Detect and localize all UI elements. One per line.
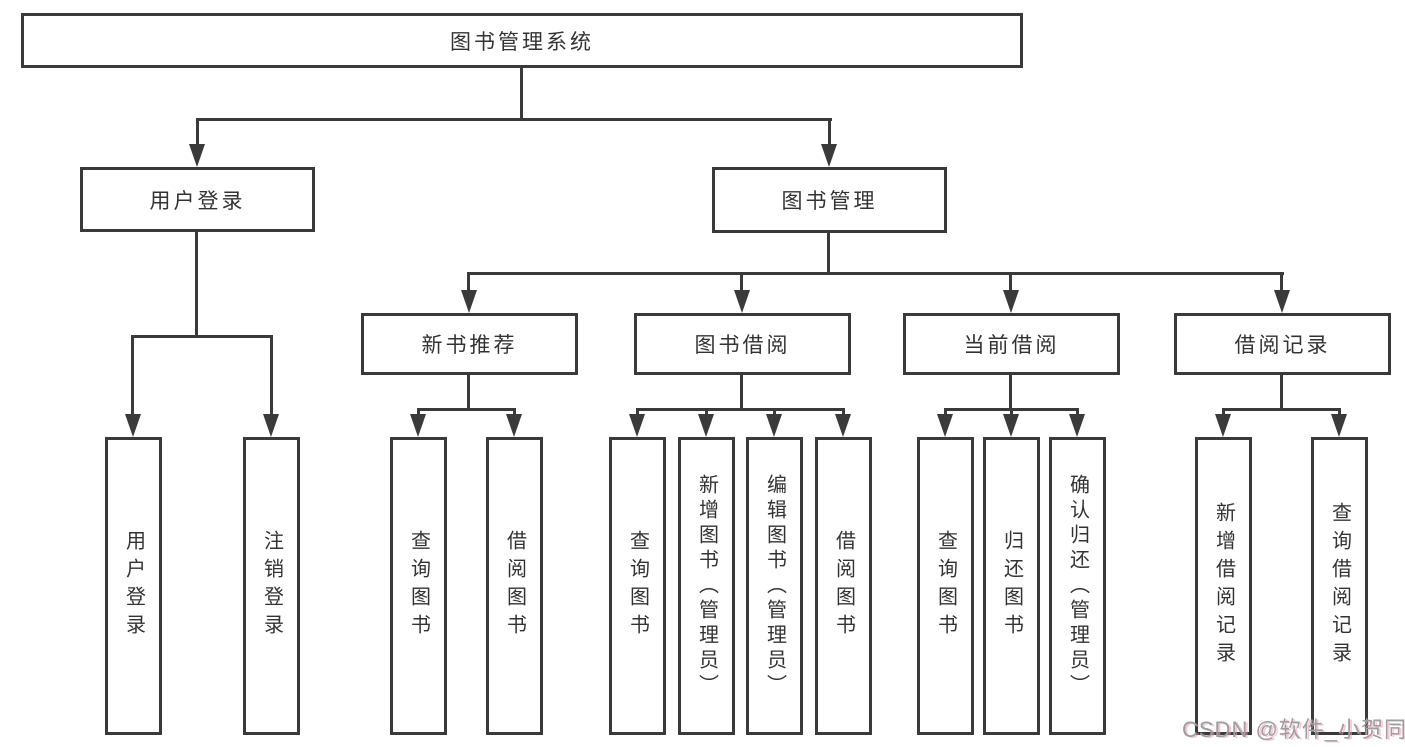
arrow-down-icon (506, 414, 522, 437)
connector-line (773, 408, 776, 417)
arrow-down-icon (1215, 414, 1231, 437)
node-add-books-admin-label: 新增图书（管理员） (695, 473, 718, 699)
arrow-down-icon (1331, 414, 1347, 437)
node-confirm-return-admin-label: 确认归还（管理员） (1066, 473, 1089, 699)
node-logout: 注销登录 (243, 437, 300, 735)
arrow-down-icon (1274, 290, 1290, 313)
connector-line (705, 408, 708, 417)
arrow-down-icon (263, 414, 279, 437)
node-user-login: 用户登录 (80, 167, 315, 232)
connector-line (740, 375, 743, 408)
connector-line (636, 408, 845, 411)
connector-line (828, 118, 831, 147)
node-user-login-leaf: 用户登录 (105, 437, 162, 735)
connector-line (513, 408, 516, 417)
arrow-down-icon (1003, 290, 1019, 313)
arrow-down-icon (189, 144, 205, 167)
node-borrow-records: 借阅记录 (1174, 313, 1391, 375)
node-query-books-recommend: 查询图书 (390, 437, 447, 735)
arrow-down-icon (821, 144, 837, 167)
connector-line (1222, 408, 1225, 417)
arrow-down-icon (410, 414, 426, 437)
node-book-management: 图书管理 (712, 167, 947, 233)
arrow-down-icon (461, 290, 477, 313)
node-confirm-return-admin: 确认归还（管理员） (1049, 437, 1106, 735)
node-book-management-label: 图书管理 (781, 190, 878, 213)
node-return-books: 归还图书 (983, 437, 1040, 735)
node-query-books-current-label: 查询图书 (934, 530, 957, 642)
node-book-borrow-label: 图书借阅 (694, 334, 791, 357)
arrow-down-icon (1069, 414, 1085, 437)
node-query-books-borrow-label: 查询图书 (626, 530, 649, 642)
node-query-borrow-record-label: 查询借阅记录 (1328, 502, 1351, 670)
connector-line (467, 272, 1284, 275)
arrow-down-icon (835, 414, 851, 437)
connector-line (1280, 375, 1283, 408)
connector-line (467, 375, 470, 408)
arrow-down-icon (734, 290, 750, 313)
connector-line (1280, 272, 1283, 293)
node-logout-label: 注销登录 (260, 530, 283, 642)
connector-line (195, 232, 198, 335)
connector-line (520, 68, 523, 118)
arrow-down-icon (125, 414, 141, 437)
node-borrow-books-borrow: 借阅图书 (815, 437, 872, 735)
node-borrow-books-borrow-label: 借阅图书 (832, 530, 855, 642)
node-query-borrow-record: 查询借阅记录 (1311, 437, 1368, 735)
connector-line (827, 233, 830, 272)
arrow-down-icon (698, 414, 714, 437)
connector-line (131, 335, 273, 338)
node-current-borrow-label: 当前借阅 (963, 334, 1060, 357)
connector-line (636, 408, 639, 417)
node-query-books-borrow: 查询图书 (609, 437, 666, 735)
connector-line (196, 118, 832, 121)
node-add-books-admin: 新增图书（管理员） (678, 437, 735, 735)
connector-line (417, 408, 420, 417)
arrow-down-icon (766, 414, 782, 437)
node-add-borrow-record-label: 新增借阅记录 (1212, 502, 1235, 670)
connector-line (740, 272, 743, 293)
node-new-book-recommend-label: 新书推荐 (421, 334, 518, 357)
connector-line (467, 272, 470, 293)
connector-line (842, 408, 845, 417)
node-query-books-recommend-label: 查询图书 (407, 530, 430, 642)
connector-line (1338, 408, 1341, 417)
arrow-down-icon (937, 414, 953, 437)
connector-line (131, 335, 134, 417)
node-root: 图书管理系统 (21, 13, 1023, 68)
node-borrow-records-label: 借阅记录 (1234, 334, 1331, 357)
node-add-borrow-record: 新增借阅记录 (1195, 437, 1252, 735)
node-root-label: 图书管理系统 (450, 30, 594, 54)
node-new-book-recommend: 新书推荐 (361, 313, 578, 375)
node-book-borrow: 图书借阅 (634, 313, 851, 375)
connector-line (417, 408, 516, 411)
node-edit-books-admin: 编辑图书（管理员） (746, 437, 803, 735)
node-query-books-current: 查询图书 (917, 437, 974, 735)
connector-line (944, 408, 947, 417)
arrow-down-icon (1003, 414, 1019, 437)
connector-line (1076, 408, 1079, 417)
node-return-books-label: 归还图书 (1000, 530, 1023, 642)
arrow-down-icon (629, 414, 645, 437)
node-edit-books-admin-label: 编辑图书（管理员） (763, 473, 786, 699)
node-borrow-books-recommend: 借阅图书 (486, 437, 543, 735)
node-borrow-books-recommend-label: 借阅图书 (503, 530, 526, 642)
connector-line (1009, 272, 1012, 293)
connector-line (1009, 375, 1012, 408)
connector-line (1222, 408, 1341, 411)
csdn-watermark: CSDN @软件_小贺同学 (1182, 717, 1405, 742)
connector-line (1010, 408, 1013, 417)
node-user-login-label: 用户登录 (149, 189, 246, 213)
node-user-login-leaf-label: 用户登录 (122, 530, 145, 642)
node-current-borrow: 当前借阅 (903, 313, 1120, 375)
connector-line (270, 335, 273, 417)
connector-line (196, 118, 199, 147)
